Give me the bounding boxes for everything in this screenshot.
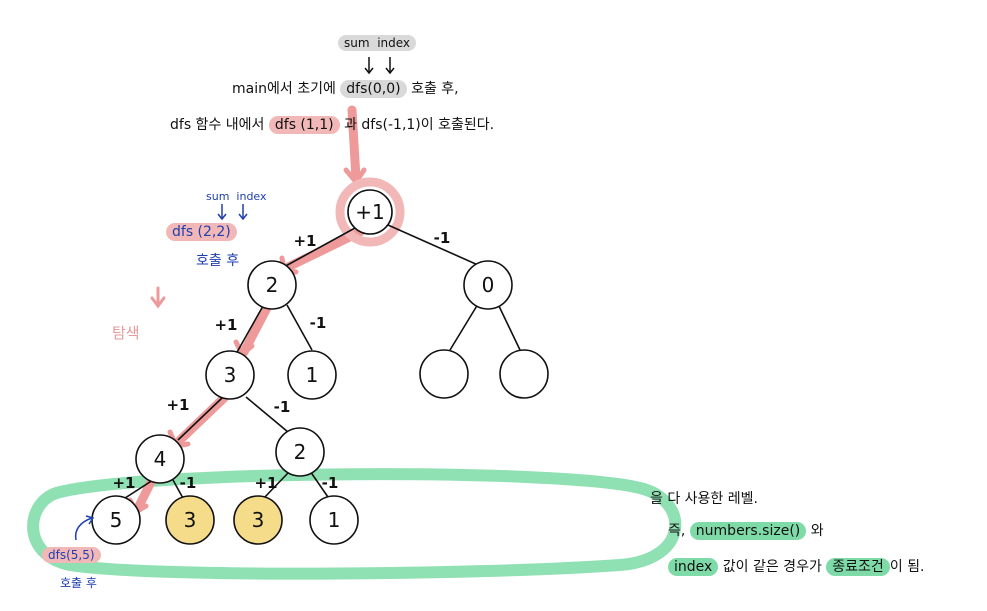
- edge-label-l3b-l4c: +1: [254, 474, 277, 492]
- leaf-call-text: dfs(5,5): [42, 547, 101, 563]
- edge-label-l3a-l4b: -1: [180, 474, 197, 492]
- edge-label-root-l1a: +1: [293, 232, 316, 250]
- line2-call1: dfs (1,1): [268, 116, 340, 134]
- node-l2b: [287, 350, 337, 400]
- node-label-l1a: 2: [266, 273, 279, 297]
- top-param-labels: sum index: [338, 35, 417, 51]
- right-note-line2: 즉, numbers.size() 와: [668, 520, 824, 540]
- line2-prefix: dfs 함수 내에서: [170, 117, 265, 133]
- node-label-root: +1: [355, 200, 384, 224]
- node-l2d: [499, 349, 549, 399]
- node-l1b: [463, 260, 513, 310]
- right-note-line1: 을 다 사용한 레벨.: [650, 488, 758, 508]
- line2-mid: 과: [344, 117, 357, 133]
- line2-call2: dfs(-1,1)이: [361, 117, 434, 133]
- leaf-call: dfs(5,5): [42, 547, 101, 563]
- edge-label-l3a-l4a: +1: [112, 474, 135, 492]
- right-line3-highlight2: 종료조건: [826, 558, 890, 576]
- node-l4b: [165, 495, 215, 545]
- right-line2-highlight: numbers.size(): [689, 522, 807, 540]
- edge-label-root-l1b: -1: [434, 229, 451, 247]
- node-label-l2b: 1: [306, 363, 319, 387]
- node-root: [347, 189, 393, 235]
- top-note-line1: main에서 초기에 dfs(0,0) 호출 후,: [232, 78, 459, 98]
- top-note-line2: dfs 함수 내에서 dfs (1,1) 과 dfs(-1,1)이 호출된다.: [170, 114, 494, 134]
- node-label-l1b: 0: [482, 273, 495, 297]
- left-call-text: dfs (2,2): [166, 223, 237, 241]
- left-call-after: 호출 후: [196, 250, 239, 270]
- right-line1-text: 을 다 사용한 레벨.: [650, 491, 758, 507]
- line1-prefix: main에서 초기에: [232, 81, 336, 97]
- leaf-level-loop: [27, 468, 682, 580]
- param-index-label: index: [377, 36, 411, 50]
- tree-nodes: [91, 189, 549, 545]
- explore-text: 탐색: [112, 324, 140, 342]
- line1-call: dfs(0,0): [340, 80, 407, 98]
- right-line3-mid: 값이 같은 경우가: [722, 559, 822, 575]
- param-sum-label: sum: [344, 36, 370, 50]
- left-param-index: index: [236, 190, 267, 203]
- right-line2-suffix: 와: [810, 523, 824, 539]
- right-line3-suffix: 이 됨.: [889, 559, 925, 575]
- node-l4d: [309, 495, 359, 545]
- explore-label: 탐색: [112, 322, 140, 343]
- edge-label-l3b-l4d: -1: [322, 474, 339, 492]
- node-l2c: [419, 349, 469, 399]
- left-call-after-text: 호출 후: [196, 253, 240, 269]
- edge-label-l1a-l2b: -1: [310, 314, 327, 332]
- left-param-labels: sum index: [206, 190, 267, 203]
- left-call: dfs (2,2): [166, 223, 237, 241]
- top-param-arrows: [364, 57, 395, 75]
- right-line3-highlight1: index: [668, 558, 719, 576]
- leaf-call-after: 호출 후: [60, 574, 97, 591]
- line1-suffix: 호출 후,: [411, 81, 459, 97]
- node-label-l4d: 1: [328, 508, 341, 532]
- node-l1a: [247, 260, 297, 310]
- node-l3b: [275, 427, 325, 477]
- root-halo: [335, 177, 405, 247]
- left-param-arrows: [74, 204, 248, 541]
- node-label-l3b: 2: [294, 440, 307, 464]
- left-param-sum: sum: [206, 190, 230, 203]
- node-l3a: [135, 434, 185, 484]
- leaf-call-after-text: 호출 후: [60, 576, 97, 590]
- node-label-l3a: 4: [154, 447, 167, 471]
- node-label-l4b: 3: [184, 508, 197, 532]
- edge-label-l1a-l2a: +1: [214, 316, 237, 334]
- node-label-l4c: 3: [252, 508, 265, 532]
- node-l2a: [205, 350, 255, 400]
- right-line2-prefix: 즉,: [668, 523, 686, 539]
- line2-suffix: 호출된다.: [438, 117, 495, 133]
- node-label-l2a: 3: [224, 363, 237, 387]
- edge-label-l2a-l3a: +1: [166, 396, 189, 414]
- node-label-l4a: 5: [110, 508, 123, 532]
- node-l4c: [233, 495, 283, 545]
- edge-label-l2a-l3b: -1: [274, 398, 291, 416]
- tree-edges: [121, 224, 521, 501]
